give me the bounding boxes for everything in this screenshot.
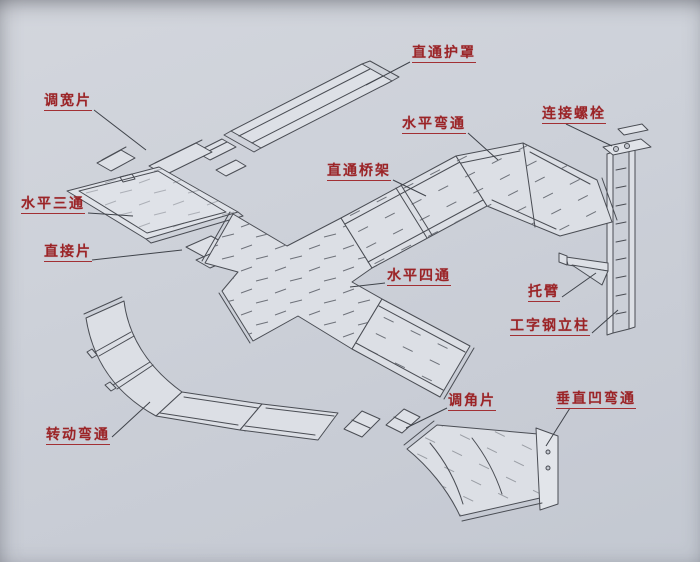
label-i-beam-column: 工字钢立柱 xyxy=(510,318,590,336)
label-horizontal-bend: 水平弯通 xyxy=(402,116,466,134)
label-rotating-bend: 转动弯通 xyxy=(46,427,110,445)
angle-piece-parts xyxy=(343,408,421,438)
horizontal-tee-part xyxy=(66,166,244,244)
label-connecting-bolt: 连接螺栓 xyxy=(542,106,606,124)
straight-tray-part xyxy=(340,155,488,269)
label-horizontal-cross: 水平四通 xyxy=(387,268,451,286)
width-adjust-parts xyxy=(96,139,247,177)
label-vertical-bend: 垂直凹弯通 xyxy=(556,391,636,409)
rotating-bend-part xyxy=(83,296,339,441)
vertical-bend-part xyxy=(403,420,559,522)
label-angle-piece: 调角片 xyxy=(448,393,496,411)
horizontal-bend-part xyxy=(455,142,618,237)
leader-lines xyxy=(87,61,619,447)
label-straight-tray: 直通桥架 xyxy=(327,163,391,181)
label-support-arm: 托臂 xyxy=(528,284,560,302)
label-horizontal-tee: 水平三通 xyxy=(21,196,85,214)
support-arm-part xyxy=(558,252,609,286)
straight-cover-part xyxy=(195,60,400,161)
i-beam-column-part xyxy=(602,123,652,336)
four-way-cross-part xyxy=(201,211,387,352)
label-straight-cover: 直通护罩 xyxy=(412,45,476,63)
lower-tray-part xyxy=(351,298,475,400)
label-width-piece: 调宽片 xyxy=(44,93,92,111)
label-direct-piece: 直接片 xyxy=(44,244,92,262)
